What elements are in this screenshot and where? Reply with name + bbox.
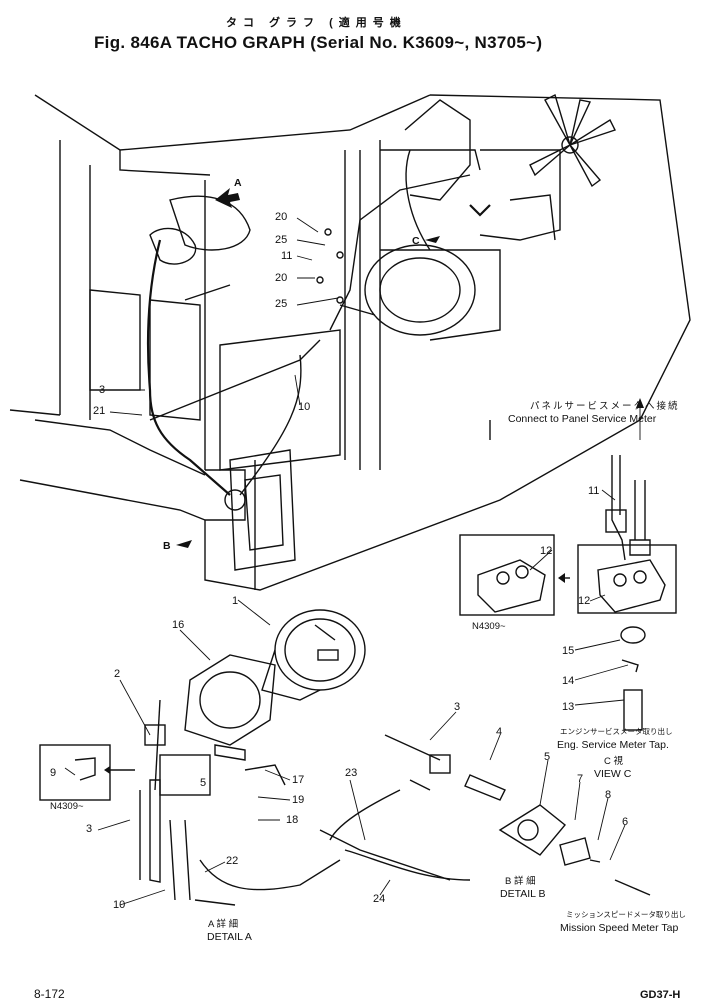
detail-a-label: DETAIL A: [207, 931, 252, 943]
panel-service-meter-jp: パネルサービスメータへ接続: [530, 401, 680, 412]
part-number-3-cab: 3: [99, 384, 106, 396]
detail-b-jp: B 詳 細: [505, 876, 536, 887]
part-number-25-bottom: 25: [275, 298, 288, 310]
part-number-8: 8: [605, 789, 612, 801]
wiring-harness-runs: [146, 174, 471, 511]
part-number-14: 14: [562, 675, 575, 687]
part-number-5-detail-b: 5: [544, 751, 551, 763]
eng-service-meter-jp: エンジンサービスメータ取り出し: [560, 727, 673, 736]
part-number-20-top: 20: [275, 211, 288, 223]
page-number: 8-172: [34, 987, 65, 1001]
n4309-detail-a-label: N4309~: [50, 801, 84, 812]
view-arrows: [104, 188, 570, 774]
mission-speed-meter-jp: ミッションスピードメータ取り出し: [566, 910, 686, 919]
leader-lines: [64, 217, 629, 906]
part-number-12-view-c: 12: [578, 595, 591, 607]
part-number-19: 19: [292, 794, 305, 806]
n4309-inset-drawing: [459, 534, 555, 616]
part-number-4: 4: [496, 726, 503, 738]
part-number-23: 23: [345, 767, 358, 779]
view-a-arrow-label: A: [234, 177, 242, 189]
detail-a-jp: A 詳 細: [208, 919, 239, 930]
part-number-5-detail-a: 5: [200, 777, 207, 789]
detail-a-parts: [39, 744, 341, 906]
part-number-6: 6: [622, 816, 629, 828]
part-number-1: 1: [232, 595, 239, 607]
cab-outline: [9, 94, 691, 591]
part-number-17: 17: [292, 774, 305, 786]
part-number-11-top: 11: [281, 250, 293, 262]
part-number-15: 15: [562, 645, 575, 657]
part-number-13: 13: [562, 701, 575, 713]
part-number-3-sensor: 3: [454, 701, 461, 713]
part-number-20-bottom: 20: [275, 272, 288, 284]
detail-b-harness-parts: [319, 734, 651, 896]
figure-title: Fig. 846A TACHO GRAPH (Serial No. K3609~…: [94, 33, 543, 52]
n4309-inset-label: N4309~: [472, 621, 506, 632]
part-number-12-inset: 12: [540, 545, 553, 557]
mission-speed-meter-label: Mission Speed Meter Tap: [560, 922, 679, 934]
part-number-18: 18: [286, 814, 299, 826]
engine-fan-assembly: [364, 94, 616, 341]
view-c-parts: [577, 398, 677, 731]
view-c-label: VIEW C: [594, 768, 632, 780]
tachograph-meter-assembly: [144, 609, 366, 883]
part-number-10-detail-a: 10: [113, 899, 126, 911]
part-number-16: 16: [172, 619, 185, 631]
part-number-22: 22: [226, 855, 239, 867]
view-b-arrow-label: B: [163, 540, 171, 552]
part-number-3-detail-a: 3: [86, 823, 93, 835]
panel-service-meter-label: Connect to Panel Service Meter: [508, 413, 657, 425]
part-number-7: 7: [577, 773, 584, 785]
detail-b-label: DETAIL B: [500, 888, 546, 900]
eng-service-meter-label: Eng. Service Meter Tap.: [557, 739, 669, 751]
part-number-24: 24: [373, 893, 386, 905]
view-c-jp: C 視: [604, 756, 624, 767]
part-number-9: 9: [50, 767, 57, 779]
title-kana: タコ グラフ (適用号機: [226, 17, 407, 29]
part-number-25-top: 25: [275, 234, 288, 246]
part-number-21: 21: [93, 405, 106, 417]
part-number-2: 2: [114, 668, 121, 680]
drawing-code: GD37-H: [640, 989, 681, 1001]
part-number-10-cab: 10: [298, 401, 311, 413]
part-number-11-right: 11: [588, 485, 600, 497]
view-c-arrow-label: C: [412, 235, 420, 247]
